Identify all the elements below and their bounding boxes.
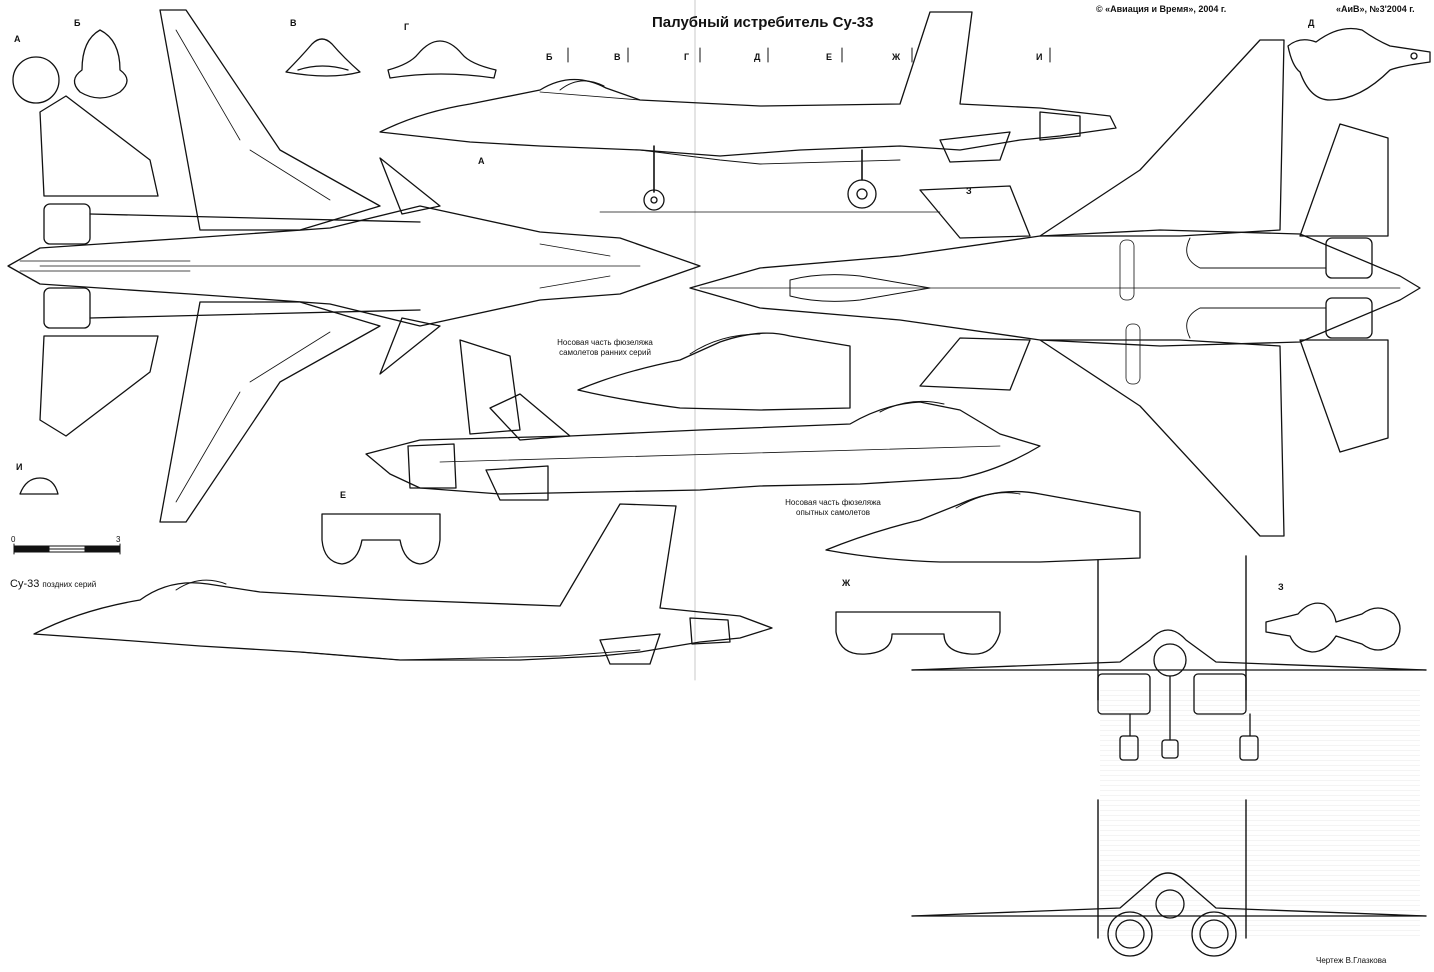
section-mark-i: И	[1036, 52, 1043, 62]
section-label-g: Г	[404, 22, 410, 32]
section-label-d: Д	[1308, 18, 1315, 28]
early-nose-caption: Носовая часть фюзеляжа самолетов ранних …	[540, 338, 670, 358]
late-series-caption-main: Су-33	[10, 578, 40, 590]
scale-bar	[13, 543, 121, 555]
bleed-through-text-block	[1100, 690, 1420, 940]
late-series-caption-sub: поздних серий	[42, 580, 97, 589]
side-view-with-gear	[379, 11, 1117, 213]
section-mark-b: Б	[546, 52, 553, 62]
front-view-gear-up	[911, 799, 1427, 957]
section-label-zh: Ж	[842, 578, 851, 588]
section-label-e: Е	[340, 490, 347, 500]
section-mark-zh: Ж	[892, 52, 901, 62]
prototype-nose-caption: Носовая часть фюзеляжа опытных самолетов	[768, 498, 898, 518]
section-label-i: И	[16, 462, 23, 472]
side-view-late-series	[33, 503, 773, 665]
cross-section-d	[1287, 27, 1431, 101]
section-ticks	[567, 47, 1051, 63]
section-mark-v: В	[614, 52, 621, 62]
section-label-a: А	[14, 34, 21, 44]
copyright-right: «АиВ», №3'2004 г.	[1336, 4, 1415, 14]
plan-view-bottom	[689, 39, 1421, 537]
cross-section-g	[387, 40, 497, 79]
scale-end-label: 3	[116, 535, 121, 544]
plan-view-top	[7, 9, 701, 523]
early-nose-caption-line1: Носовая часть фюзеляжа	[557, 338, 653, 347]
cross-section-zh	[835, 611, 1001, 655]
cross-section-a	[12, 56, 60, 104]
early-nose-section	[577, 332, 851, 411]
early-nose-caption-line2: самолетов ранних серий	[559, 348, 651, 357]
cross-section-z	[1265, 602, 1401, 653]
prototype-nose-section	[825, 490, 1141, 563]
scale-start-label: 0	[11, 535, 16, 544]
late-series-caption: Су-33 поздних серий	[10, 578, 96, 590]
section-label-z: З	[1278, 582, 1284, 592]
front-view-with-gear	[911, 555, 1427, 761]
section-label-v: В	[290, 18, 297, 28]
section-label-z-side: З	[966, 186, 972, 196]
page-title: Палубный истребитель Су-33	[652, 14, 874, 31]
section-mark-d: Д	[754, 52, 761, 62]
cross-section-i	[19, 477, 59, 495]
section-mark-g: Г	[684, 52, 690, 62]
prototype-nose-caption-line1: Носовая часть фюзеляжа	[785, 498, 881, 507]
section-label-b: Б	[74, 18, 81, 28]
cross-section-e	[321, 513, 441, 565]
side-view-middle	[365, 339, 1041, 501]
copyright-left: © «Авиация и Время», 2004 г.	[1096, 4, 1227, 14]
cross-section-b	[73, 29, 128, 99]
author-credit: Чертеж В.Глазкова	[1316, 956, 1387, 965]
cross-section-v	[285, 38, 361, 77]
section-mark-e: Е	[826, 52, 833, 62]
prototype-nose-caption-line2: опытных самолетов	[796, 508, 870, 517]
section-label-a-side: А	[478, 156, 485, 166]
